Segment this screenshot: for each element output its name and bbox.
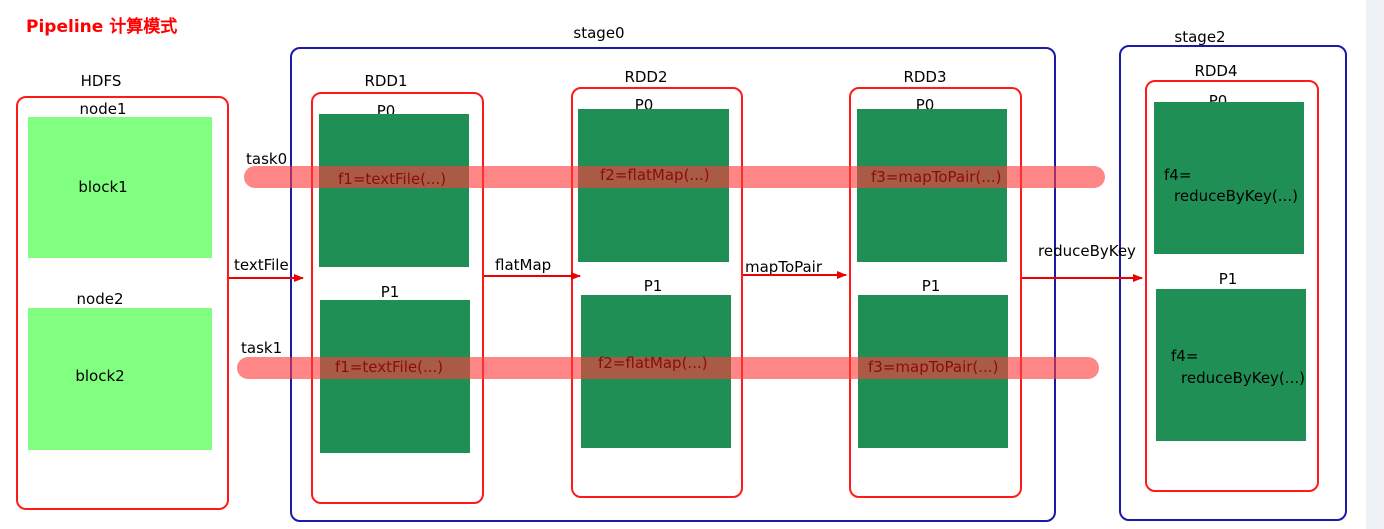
block1-box bbox=[28, 117, 212, 258]
rdd3-box bbox=[849, 87, 1022, 498]
rdd4-p0-fn-line1: f4= bbox=[1164, 166, 1192, 184]
task1-f2-label: f2=flatMap(...) bbox=[598, 354, 708, 372]
task0-band bbox=[244, 166, 1105, 188]
block2-label: block2 bbox=[75, 367, 125, 385]
task1-band bbox=[237, 357, 1099, 379]
task1-f3-label: f3=mapToPair(...) bbox=[868, 358, 999, 376]
hdfs-container bbox=[16, 96, 229, 510]
node1-label: node1 bbox=[79, 100, 127, 118]
rdd4-p1-fn-line2: reduceByKey(...) bbox=[1181, 369, 1305, 387]
task0-f2-label: f2=flatMap(...) bbox=[600, 166, 710, 184]
node2-label: node2 bbox=[76, 290, 124, 308]
hdfs-label: HDFS bbox=[80, 72, 122, 90]
task0-f1-label: f1=textFile(...) bbox=[338, 170, 447, 188]
scrollbar-track bbox=[1366, 0, 1384, 529]
rdd2-label: RDD2 bbox=[624, 68, 668, 86]
rdd4-label: RDD4 bbox=[1194, 62, 1238, 80]
rdd4-p0-partition bbox=[1154, 102, 1304, 254]
task0-label: task0 bbox=[246, 150, 288, 168]
block2-box bbox=[28, 308, 212, 450]
task1-label: task1 bbox=[241, 339, 283, 357]
rdd2-box bbox=[571, 87, 743, 498]
rdd4-p1-partition bbox=[1156, 289, 1306, 441]
rdd1-p1-label: P1 bbox=[380, 283, 400, 301]
stage2-box bbox=[1119, 45, 1347, 521]
stage2-label: stage2 bbox=[1174, 28, 1226, 46]
rdd1-p0-partition bbox=[319, 114, 469, 267]
op-flatmap-label: flatMap bbox=[495, 256, 552, 274]
block1-label: block1 bbox=[78, 178, 128, 196]
task1-f1-label: f1=textFile(...) bbox=[335, 358, 444, 376]
op-textfile-label: textFile bbox=[234, 256, 289, 274]
task0-f3-label: f3=mapToPair(...) bbox=[871, 168, 1002, 186]
rdd4-p0-fn-line2: reduceByKey(...) bbox=[1174, 187, 1298, 205]
rdd4-p1-label: P1 bbox=[1218, 270, 1238, 288]
rdd2-p1-label: P1 bbox=[643, 277, 663, 295]
rdd1-box bbox=[311, 92, 484, 504]
rdd4-p1-fn-line1: f4= bbox=[1171, 347, 1199, 365]
diagram-title: Pipeline 计算模式 bbox=[26, 17, 178, 37]
op-maptopair-label: mapToPair bbox=[745, 258, 823, 276]
stage0-label: stage0 bbox=[573, 24, 625, 42]
stage0-box bbox=[290, 47, 1056, 522]
rdd1-label: RDD1 bbox=[364, 72, 408, 90]
op-reducebykey-label: reduceByKey bbox=[1038, 242, 1136, 260]
rdd4-box bbox=[1145, 80, 1319, 492]
rdd3-p1-label: P1 bbox=[921, 277, 941, 295]
rdd3-label: RDD3 bbox=[903, 68, 947, 86]
